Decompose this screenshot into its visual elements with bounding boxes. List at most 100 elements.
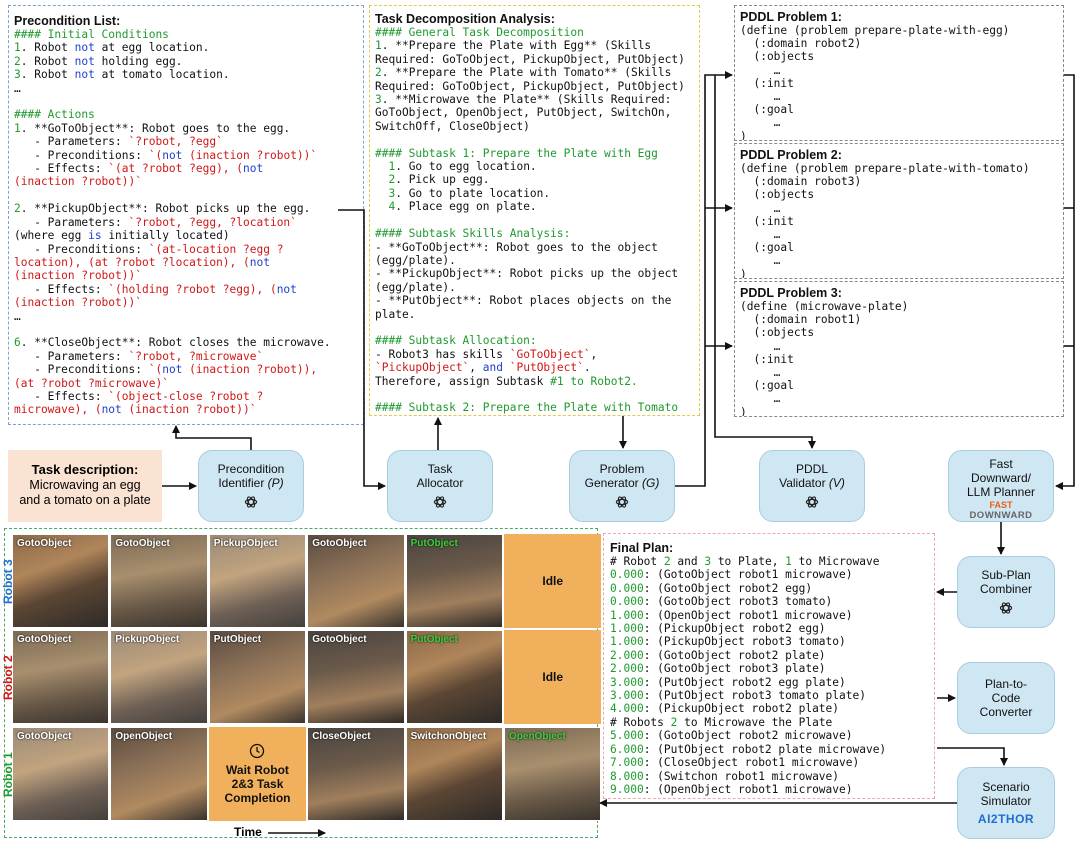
code-line: GoToObject, OpenObject, PutObject, Switc… [375,106,699,119]
code-segment: 6.000 [610,742,644,756]
code-line: 1. Go to egg location. [375,160,699,173]
code-line: - Effects: `(holding ?robot ?egg), (not [14,283,363,296]
generator-node-letter: (G) [642,476,660,490]
code-line: 2. **Prepare the Plate with Tomato** (Sk… [375,66,699,79]
final-plan-code: # Robot 2 and 3 to Plate, 1 to Microwave… [610,555,934,796]
code-line: 2. Robot not holding egg. [14,55,363,68]
code-line: - Effects: `(object-close ?robot ? [14,390,363,403]
generator-node-line2: Generator [584,476,643,490]
code-segment: , [590,347,598,361]
code-line: microwave), (not (inaction ?robot))` [14,403,363,416]
code-line [375,214,699,227]
code-line: 1. **GoToObject**: Robot goes to the egg… [14,122,363,135]
pddl-problem-3-panel: PDDL Problem 3: (define (microwave-plate… [734,281,1064,417]
code-line: (:goal [740,103,1063,116]
pddl-problem-1-panel: PDDL Problem 1: (define (problem prepare… [734,5,1064,141]
idle-label: Idle [542,574,564,588]
frame-action-label: GotoObject [17,634,72,645]
code-line: (:objects [740,188,1063,201]
code-line: (:domain robot3) [740,175,1063,188]
simulation-frame: PickupObject [208,534,307,628]
code-segment: # Robot [610,555,664,568]
frame-action-label: OpenObject [509,731,566,742]
code-segment: - **PutObject**: Robot places objects on… [375,294,672,308]
code-segment: … [740,228,781,242]
code-segment: location), (at ?robot ?location), ( [14,255,250,269]
code-segment: : (PickupObject robot2 egg) [643,622,826,636]
code-line: … [740,64,1063,77]
arrow-precondition-to-list [172,425,252,450]
code-segment: `( [148,148,163,162]
simulation-frame: PutObject [208,630,307,724]
simulation-frame: PickupObject [110,630,208,724]
code-segment: : (GotoObject robot2 microwave) [643,729,853,743]
code-line: - Effects: `(at ?robot ?egg), (not [14,162,363,175]
simulation-frame: PutObject [405,534,503,628]
plan-to-code-converter-node: Plan-to- Code Converter [957,662,1055,734]
pddl-problem-2-panel: PDDL Problem 2: (define (problem prepare… [734,143,1064,279]
simulation-frame: GotoObject [12,630,110,724]
code-line: … [375,415,699,416]
pddl-validator-node: PDDL Validator (V) [759,450,865,522]
code-line: (:init [740,353,1063,366]
code-segment: 2.000 [610,648,644,662]
code-segment: 1 [375,39,382,53]
code-segment: : (GotoObject robot3 plate) [643,662,826,676]
code-segment: 1.000 [610,622,644,636]
code-segment: 4 [375,200,396,214]
code-segment: . Go to plate location. [395,186,551,200]
code-line: 7.000: (CloseObject robot1 microwave) [610,756,934,769]
code-segment: : (PickupObject robot2 plate) [643,702,840,716]
code-segment: Required: GoToObject, PickupObject, PutO… [375,52,685,66]
code-line [375,388,699,401]
simulation-frame: OpenObject [504,727,602,821]
code-segment: initially located) [101,229,230,243]
code-segment: . Pick up egg. [395,173,490,187]
code-segment: … [14,81,21,95]
simulator-node-line2: Simulator [980,794,1032,808]
code-segment: #### General Task Decomposition [375,26,584,39]
frame-action-label: PickupObject [115,634,180,645]
code-segment: (:objects [740,50,815,64]
code-segment: . [583,361,591,375]
fast-logo-text: FAST [989,500,1013,510]
converter-node-line1: Plan-to- [984,677,1028,691]
frame-action-label: GotoObject [17,538,72,549]
code-segment: 0.000 [610,595,644,609]
frame-action-label: PutObject [410,538,458,549]
code-line: (:objects [740,50,1063,63]
code-line: - **PickupObject**: Robot picks up the o… [375,267,699,280]
code-segment: … [740,90,781,104]
code-line: #### Subtask 1: Prepare the Plate with E… [375,147,699,160]
code-segment: … [740,366,781,380]
code-line: (:init [740,77,1063,90]
code-segment: : (PutObject robot2 egg plate) [643,675,846,689]
code-segment: not [162,363,183,377]
pddl-problem-3-code: (define (microwave-plate) (:domain robot… [740,300,1063,416]
code-line [14,189,363,202]
code-segment: (:objects [740,188,815,202]
code-segment: `GoToObject` [509,347,591,361]
code-segment: 1 [375,160,396,174]
code-line: # Robots 2 to Microwave the Plate [610,716,934,729]
code-line: 0.000: (GotoObject robot1 microwave) [610,568,934,581]
code-segment: not [249,255,270,269]
code-segment: 2 [14,54,21,68]
openai-icon [615,496,629,508]
code-line: - **PutObject**: Robot places objects on… [375,294,699,307]
code-segment: … [740,339,781,353]
code-line: plate. [375,308,699,321]
wait-cell: Wait Robot 2&3 Task Completion [208,727,307,821]
precondition-title: Precondition List: [14,14,121,28]
code-segment: - **PickupObject**: Robot picks up the o… [375,267,679,281]
code-line: … [740,392,1063,405]
code-line: … [740,90,1063,103]
precondition-node-line2: Identifier [218,476,268,490]
pddl-problem-2-code: (define (problem prepare-plate-with-toma… [740,162,1063,278]
code-segment: . **GoToObject**: Robot goes to the egg. [20,121,291,135]
code-segment: (define (microwave-plate) [740,300,909,313]
code-line: … [740,254,1063,267]
code-segment: 0.000 [610,568,644,582]
code-line: #### Initial Conditions [14,28,363,41]
